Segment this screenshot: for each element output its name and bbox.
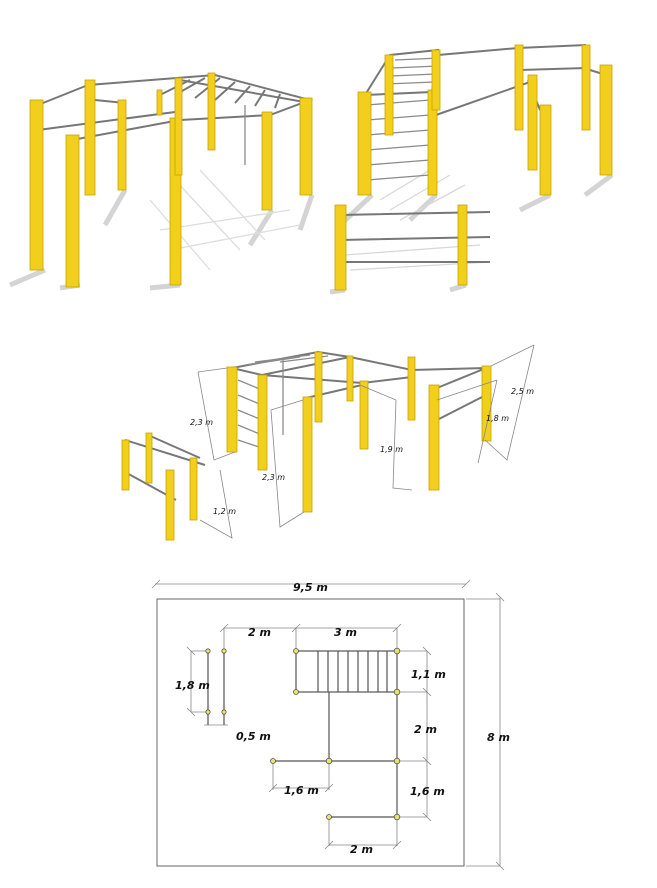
dim-ladder-height: 2,3 m bbox=[190, 418, 213, 427]
dim-overall-width: 9,5 m bbox=[293, 581, 328, 594]
dim-bar-bottom: 2 m bbox=[350, 843, 373, 856]
dim-ladder-length: 3 m bbox=[334, 626, 357, 639]
plan-area-border bbox=[156, 598, 465, 867]
dim-low-bar-height: 1,8 m bbox=[486, 414, 509, 423]
bars bbox=[339, 44, 607, 263]
render-dimensioned: 2,3 m 2,3 m 1,9 m 2,5 m 1,8 m 1,2 m bbox=[121, 344, 535, 541]
posts bbox=[334, 44, 613, 291]
dim-parallel-spacing: 0,5 m bbox=[236, 730, 271, 743]
dim-parallel-length: 1,8 m bbox=[175, 679, 210, 692]
render-perspective-left bbox=[9, 72, 315, 291]
floor-plan: 9,5 m 8 m 2 m 3 m 1,8 m 1,1 m 2 m 0,5 m … bbox=[151, 579, 510, 871]
dim-tall-bar-height: 2,5 m bbox=[511, 387, 534, 396]
plan-structure bbox=[205, 647, 401, 821]
dimension-lines bbox=[197, 344, 535, 539]
dim-gap-left: 2 m bbox=[248, 626, 271, 639]
dim-segment-right: 1,6 m bbox=[410, 785, 445, 798]
dim-overall-depth: 8 m bbox=[487, 731, 510, 744]
dim-ladder-width: 1,1 m bbox=[411, 668, 446, 681]
render-perspective-right bbox=[329, 44, 614, 295]
dim-bar-left: 1,6 m bbox=[284, 784, 319, 797]
dim-segment-2: 2 m bbox=[414, 723, 437, 736]
posts bbox=[29, 72, 313, 288]
dim-post-height: 2,3 m bbox=[262, 473, 285, 482]
dim-parallel-bar-height: 1,2 m bbox=[213, 507, 236, 516]
posts bbox=[121, 351, 492, 541]
dim-middle-bar-height: 1,9 m bbox=[380, 445, 403, 454]
